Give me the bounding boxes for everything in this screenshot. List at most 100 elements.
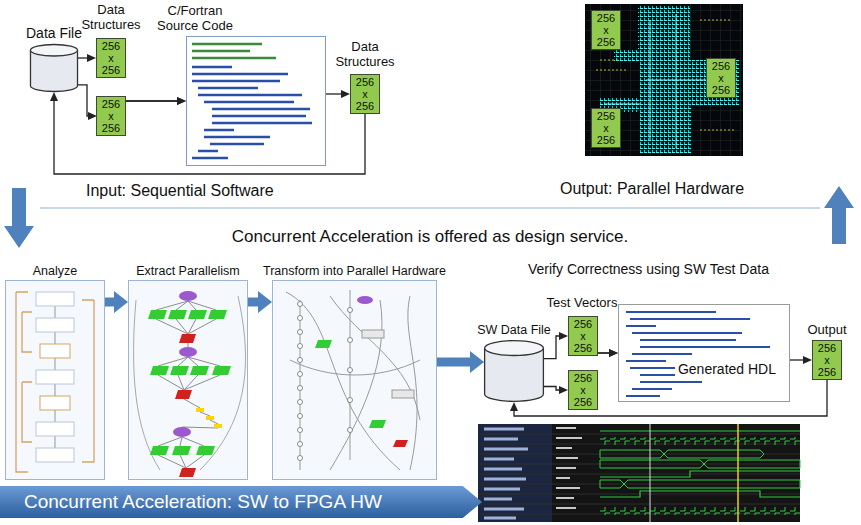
transform-flowchart xyxy=(362,330,384,338)
transform-flowchart xyxy=(348,368,353,373)
connector-arrow xyxy=(126,100,177,101)
source-code-lines xyxy=(192,67,312,158)
analyze-flowchart xyxy=(40,344,70,358)
node-text: 256 x 256 xyxy=(595,12,617,48)
extract-flowchart xyxy=(196,408,222,428)
node-text: Generated HDL xyxy=(675,361,779,377)
waveform-picture xyxy=(600,431,800,497)
flow-arrows xyxy=(40,207,820,208)
transform-flowchart xyxy=(298,442,303,447)
waveform-picture xyxy=(478,424,800,522)
analyze-flowchart xyxy=(36,448,74,462)
extract-flowchart xyxy=(179,347,197,357)
node-heading: Analyze xyxy=(33,264,77,278)
waveform-picture xyxy=(650,424,651,522)
fpga-routing-picture xyxy=(600,6,740,154)
hdl-code-lines xyxy=(626,312,770,396)
waveform-picture xyxy=(600,507,800,515)
block-arrow xyxy=(437,358,470,367)
transform-flowchart xyxy=(298,456,303,461)
caption-label: Test Vectors xyxy=(540,296,624,311)
hdl-code-lines xyxy=(618,304,790,402)
panel-grounds xyxy=(5,280,105,480)
waveform-picture xyxy=(556,428,582,508)
transform-flowchart xyxy=(298,316,303,321)
extract-flowchart xyxy=(134,296,246,470)
data-structure-box: 256 x 256 xyxy=(591,10,621,50)
section-label: Output: Parallel Hardware xyxy=(560,180,744,198)
analyze-flowchart xyxy=(40,396,70,410)
transform-flowchart xyxy=(286,290,420,470)
source-code-panel: C/Fortran Source Code xyxy=(186,36,326,166)
transform-flowchart xyxy=(298,330,303,335)
transform-flowchart xyxy=(298,302,353,461)
transform-flowchart xyxy=(298,372,303,377)
panel-grounds xyxy=(128,280,248,480)
transform-flowchart xyxy=(298,400,303,405)
node-text: Concurrent Acceleration: SW to FPGA HW xyxy=(24,491,382,513)
connector-arrow xyxy=(78,57,87,58)
data-file-cylinder: Data File xyxy=(30,44,78,92)
panel-grounds xyxy=(272,280,437,480)
connector-arrow xyxy=(544,387,559,391)
step-panel: Analyze xyxy=(5,280,105,480)
band-outline xyxy=(0,486,482,518)
caption-label: Data Structures xyxy=(76,3,146,33)
cylinder-outline xyxy=(484,340,544,402)
node-text: 256 x 256 xyxy=(572,318,594,354)
transform-flowchart xyxy=(348,308,353,313)
connector-arrow xyxy=(326,93,341,94)
waveform-picture xyxy=(478,424,552,522)
node-text: 256 x 256 xyxy=(595,110,617,146)
step-panel: Transform into Parallel Hardware xyxy=(272,280,437,480)
transform-flowchart xyxy=(298,414,303,419)
extract-flowchart xyxy=(173,427,191,437)
transform-flowchart xyxy=(298,302,303,307)
waveform-picture xyxy=(737,424,739,522)
analyze-flowchart xyxy=(16,292,94,472)
fpga-routing-picture xyxy=(585,4,743,156)
node-text: 256 x 256 xyxy=(354,76,376,112)
node-text: 256 x 256 xyxy=(572,372,594,408)
block-arrow xyxy=(248,298,258,307)
process-band-arrow: Concurrent Acceleration: SW to FPGA HW xyxy=(0,486,482,518)
waveform-picture xyxy=(478,434,800,514)
flow-arrows xyxy=(4,188,34,248)
analyze-flowchart xyxy=(16,292,94,472)
data-structure-box: Output256 x 256 xyxy=(812,340,842,380)
transform-flowchart xyxy=(298,358,303,363)
analyze-flowchart xyxy=(36,370,74,384)
data-structure-box: 256 x 256 xyxy=(568,316,598,356)
data-structure-box: 256 x 256 xyxy=(706,58,736,98)
cylinder-outline xyxy=(30,44,77,56)
waveform-picture xyxy=(600,450,800,488)
fpga-routing-picture xyxy=(585,4,743,156)
analyze-flowchart xyxy=(36,292,74,306)
source-code-lines xyxy=(186,36,326,166)
hdl-code-lines xyxy=(618,304,790,402)
node-text: 256 x 256 xyxy=(710,60,732,96)
connector-arrow xyxy=(126,100,177,101)
transform-flowchart xyxy=(286,290,420,470)
flow-arrows xyxy=(824,186,854,244)
transform-flowchart xyxy=(298,428,303,433)
data-structure-box: 256 x 256 xyxy=(96,96,126,136)
extract-flowchart xyxy=(148,310,231,455)
step-panel: Extract Parallelism xyxy=(128,280,248,480)
cylinder-outline xyxy=(30,44,78,92)
extract-flowchart xyxy=(156,301,220,468)
transform-flowchart xyxy=(392,390,414,398)
source-code-lines xyxy=(186,36,326,166)
data-structure-box: 256 x 256 xyxy=(568,370,598,410)
source-code-lines xyxy=(192,44,276,58)
connector-arrow xyxy=(598,352,609,353)
extract-flowchart xyxy=(134,291,246,477)
fpga-routing-picture xyxy=(585,4,743,156)
transform-flowchart xyxy=(348,338,353,343)
cylinder-outline xyxy=(485,341,544,356)
extract-flowchart xyxy=(179,291,197,301)
node-heading: SW Data File xyxy=(477,323,551,337)
block-arrow xyxy=(105,298,114,307)
node-text: 256 x 256 xyxy=(100,40,122,76)
